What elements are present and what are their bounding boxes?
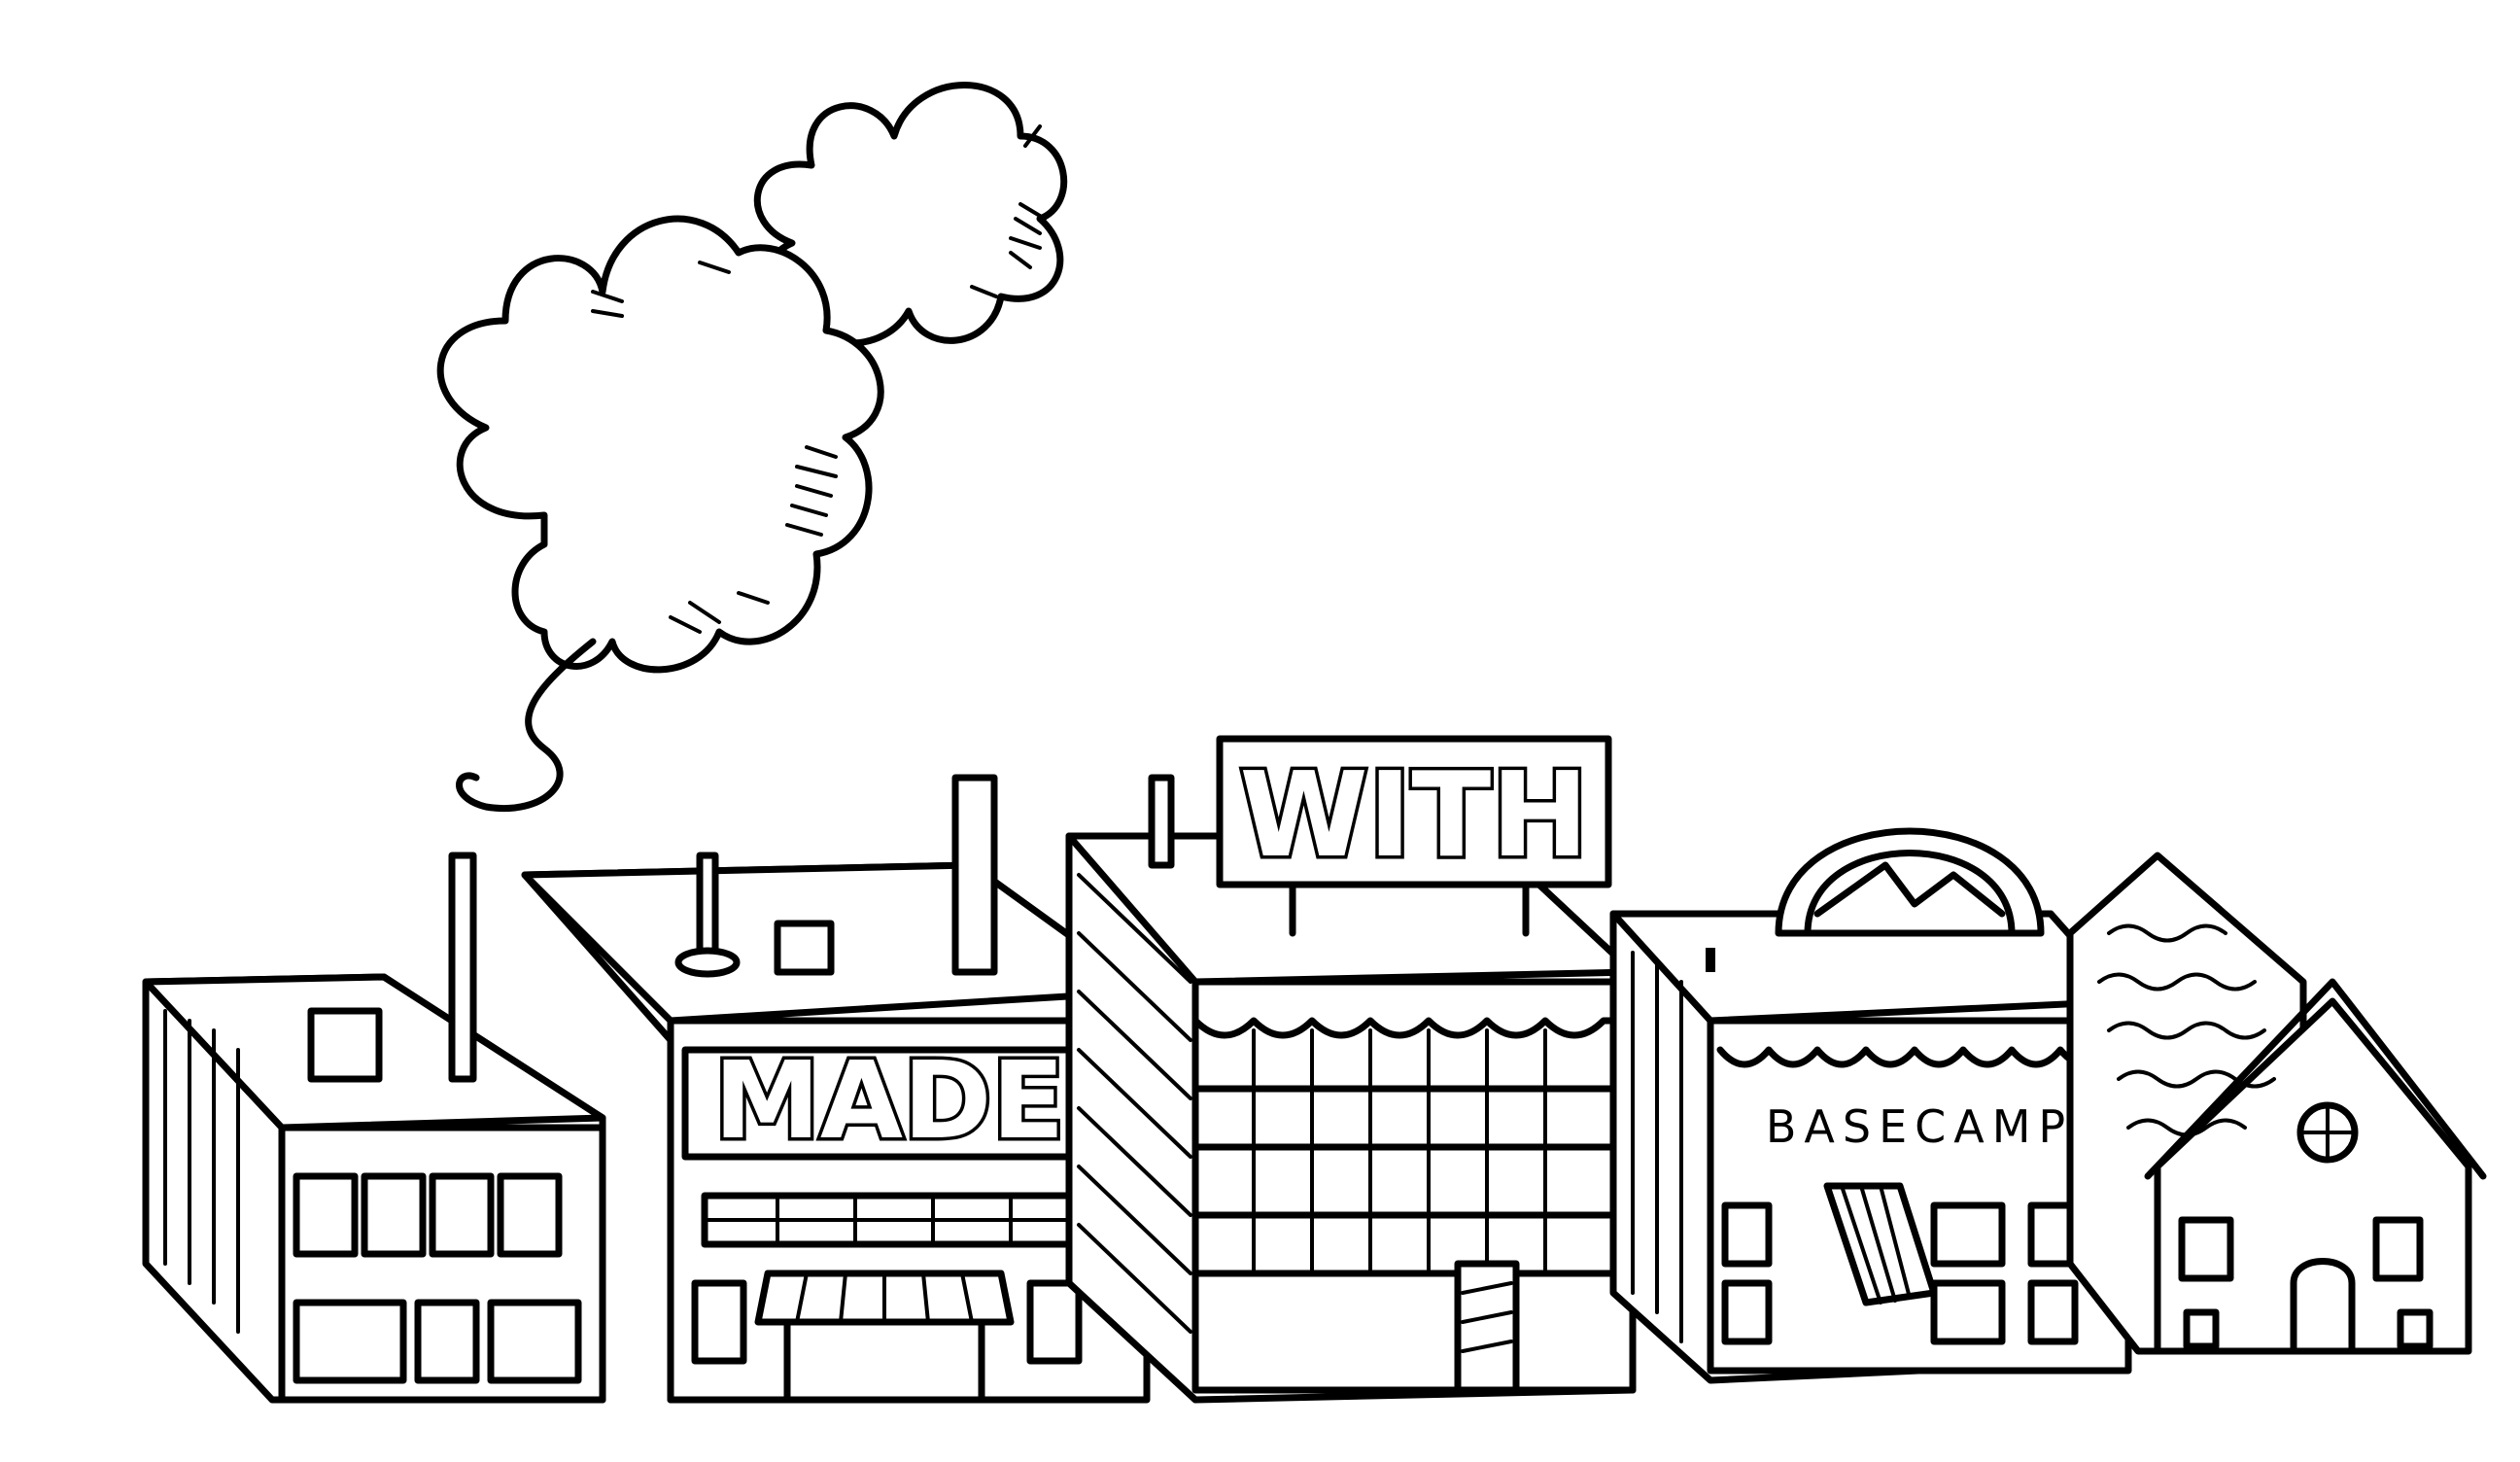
building-made: MADE bbox=[521, 774, 1151, 1404]
building-house bbox=[2066, 852, 2487, 1355]
made-sign-text: MADE bbox=[713, 1038, 1064, 1163]
with-sign-text: WITH bbox=[1239, 748, 1588, 884]
building-basecamp: BASECAMP bbox=[1609, 827, 2132, 1384]
cloud-small bbox=[753, 82, 1068, 347]
basecamp-sign-text: BASECAMP bbox=[1766, 1100, 2073, 1153]
smoke-trail bbox=[456, 638, 597, 812]
building-left bbox=[142, 852, 606, 1404]
cloud-large bbox=[436, 215, 884, 674]
building-with: WITH bbox=[1065, 735, 1637, 1404]
